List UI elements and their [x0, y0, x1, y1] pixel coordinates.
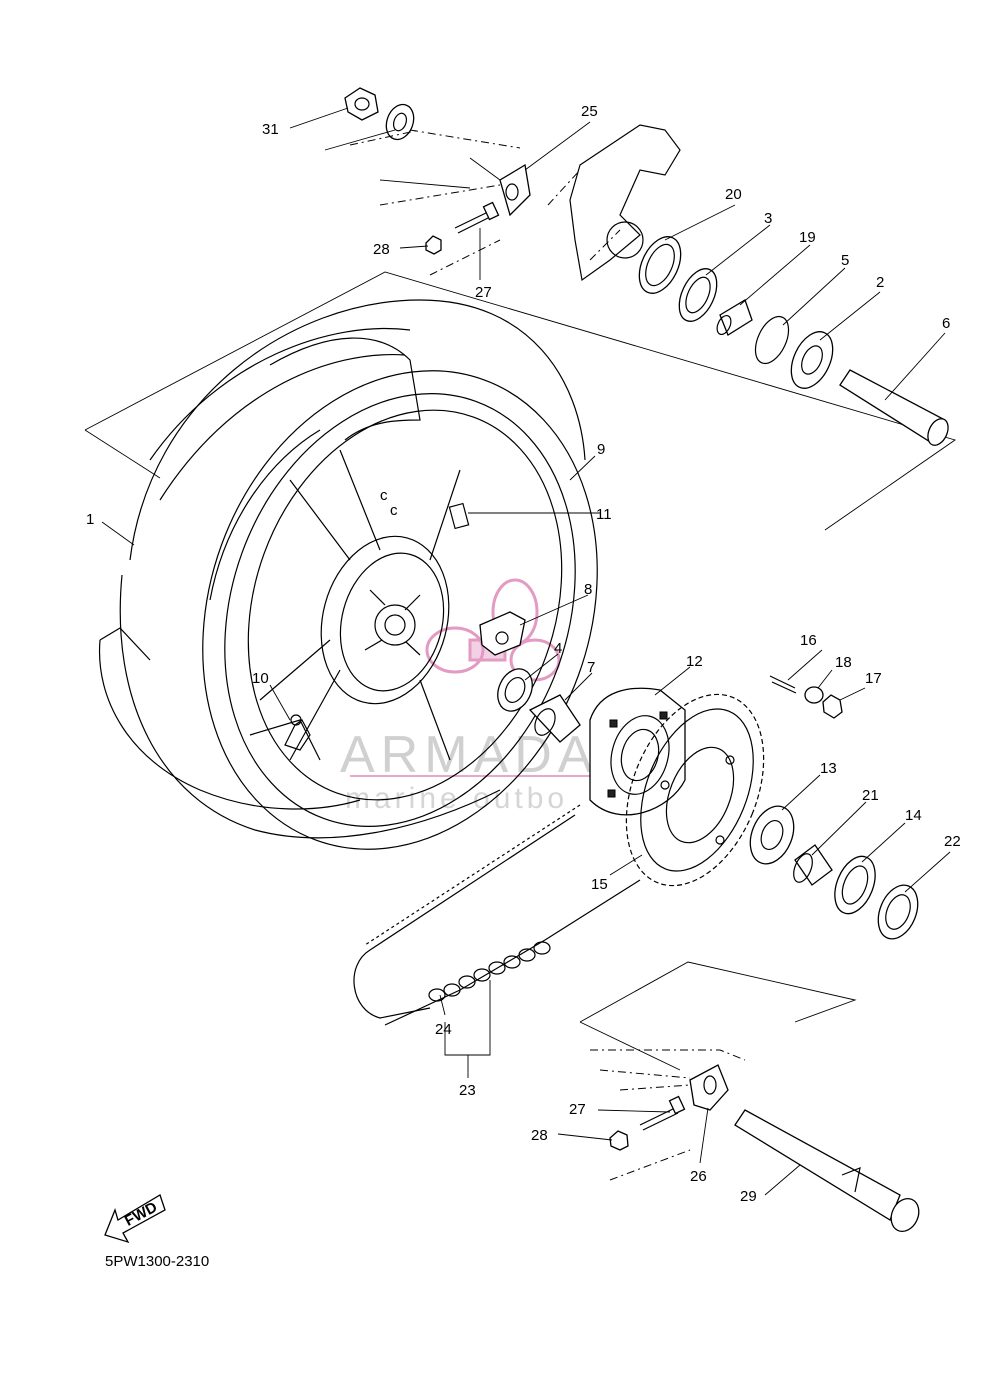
nut-28-lower: [609, 1130, 629, 1151]
callout-29: 29: [740, 1188, 757, 1205]
callout-25: 25: [581, 103, 598, 120]
callout-2: 2: [876, 274, 884, 291]
callout-13: 13: [820, 760, 837, 777]
callout-17: 17: [865, 670, 882, 687]
nut-17: [822, 694, 843, 719]
diagram-code: 5PW1300-2310: [105, 1253, 209, 1270]
spacer-19: [716, 299, 753, 336]
callout-15: 15: [591, 876, 608, 893]
callout-7: 7: [587, 659, 595, 676]
callout-19: 19: [799, 229, 816, 246]
collar-22: [877, 884, 919, 940]
assembly-frame: [84, 271, 957, 1071]
chain-puller-25: [349, 129, 531, 217]
collar-21: [793, 844, 833, 886]
nut-28-upper: [425, 235, 442, 255]
chain-puller-26: [590, 1049, 746, 1181]
rear-wheel: c c: [98, 299, 598, 850]
circlip-5: [754, 315, 790, 365]
callout-3: 3: [764, 210, 772, 227]
oil-seal-14: [834, 855, 876, 915]
balance-weight: [448, 502, 470, 530]
callout-10: 10: [252, 670, 269, 687]
bearing-4: [497, 668, 533, 712]
drive-chain-23: [353, 804, 641, 1026]
nut-30: [344, 87, 379, 121]
svg-text:c: c: [390, 502, 398, 519]
callout-24: 24: [435, 1021, 452, 1038]
washer-18: [804, 686, 824, 704]
chain-links: [428, 941, 551, 1002]
callout-18: 18: [835, 654, 852, 671]
watermark-brand: ARMADA: [340, 726, 598, 784]
axle-29: [734, 1109, 920, 1233]
callout-27-lower: 27: [569, 1101, 586, 1118]
callout-26: 26: [690, 1168, 707, 1185]
valve-stem: [284, 714, 311, 751]
fwd-label: FWD: [122, 1199, 160, 1230]
callout-23: 23: [459, 1082, 476, 1099]
collar-20: [638, 236, 682, 294]
caliper-bracket: [547, 124, 681, 282]
callout-labels: 31 25 28 27 20 3 19 5 2 6 9 11 1 8 4 7 1…: [86, 103, 961, 1205]
bearing-13: [749, 805, 795, 865]
cush-damper-8: [479, 611, 526, 656]
callout-30: 31: [262, 121, 279, 138]
oil-seal-3: [678, 268, 718, 322]
callout-6: 6: [942, 315, 950, 332]
callout-9: 9: [597, 441, 605, 458]
bolt-27-lower: [639, 1095, 686, 1131]
callout-4: 4: [554, 640, 562, 657]
callout-21: 21: [862, 787, 879, 804]
stud-bolt-16: [769, 675, 797, 694]
callout-1: 1: [86, 511, 94, 528]
bolt-27-upper: [429, 201, 501, 276]
callout-28-lower: 28: [531, 1127, 548, 1144]
callout-27-upper: 27: [475, 284, 492, 301]
callout-5: 5: [841, 252, 849, 269]
callout-12: 12: [686, 653, 703, 670]
sprocket-15: [625, 693, 765, 887]
callout-22: 22: [944, 833, 961, 850]
leader-lines: [101, 107, 951, 1196]
bearing-2: [790, 331, 834, 389]
callout-11: 11: [596, 506, 612, 523]
spacer-6: [839, 369, 949, 446]
sprocket-hub-12: [589, 687, 686, 816]
svg-text:c: c: [380, 487, 388, 504]
fwd-arrow-icon: FWD: [104, 1194, 166, 1244]
callout-16: 16: [800, 632, 817, 649]
spacer-7: [528, 694, 581, 743]
callout-28-upper: 28: [373, 241, 390, 258]
callout-14: 14: [905, 807, 922, 824]
callout-20: 20: [725, 186, 742, 203]
callout-8: 8: [584, 581, 592, 598]
